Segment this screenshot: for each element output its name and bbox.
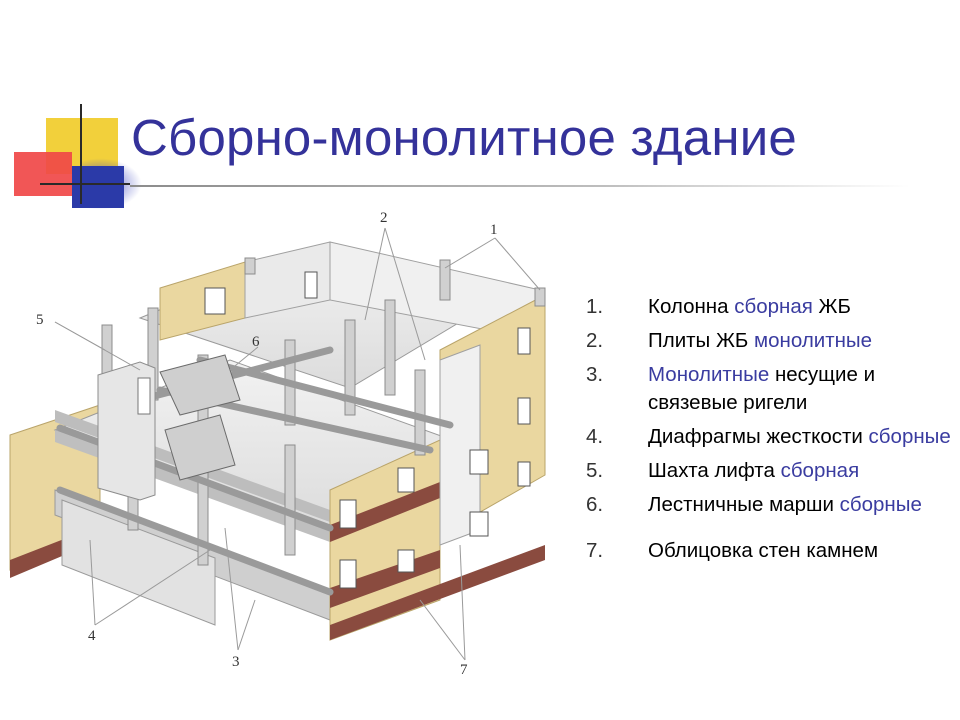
legend-item-highlight: сборная xyxy=(734,295,813,318)
callout-leader-lines xyxy=(54,227,541,661)
legend-item-number: 2. xyxy=(586,329,604,352)
legend-item-highlight: сборные xyxy=(839,493,922,516)
callout-7: 7 xyxy=(460,662,468,678)
legend-item-text: несущие и связевые ригели xyxy=(648,363,876,414)
legend-item-text: Диафрагмы жесткости xyxy=(648,425,869,448)
callout-4: 4 xyxy=(88,628,96,644)
legend-item-number: 7. xyxy=(586,539,604,562)
legend-item-number: 6. xyxy=(586,493,604,516)
legend-list: 1. Колонна сборная ЖБ 2. Плиты ЖБ монолитны… xyxy=(586,293,956,571)
callout-1: 1 xyxy=(490,222,498,238)
facade-base xyxy=(330,545,545,640)
callout-2: 2 xyxy=(380,210,388,226)
legend-item-highlight: сборная xyxy=(780,459,860,482)
legend-item-text: ЖБ xyxy=(812,295,851,318)
facade-band-1 xyxy=(330,482,440,542)
legend-item: 6. Лестничные марши сборные xyxy=(586,491,956,519)
legend-item-text: Плиты ЖБ xyxy=(648,329,755,352)
slide-logo-decoration xyxy=(0,0,180,220)
callout-3: 3 xyxy=(232,654,240,670)
front-diaphragm-wall xyxy=(61,499,216,626)
slide-title: Сборно-монолитное здание xyxy=(131,109,797,166)
legend-item-highlight: монолитные xyxy=(754,329,873,352)
legend-item: 5. Шахта лифта сборная xyxy=(586,457,956,485)
title-underline xyxy=(130,185,910,187)
window-group xyxy=(204,271,531,589)
legend-item: 2. Плиты ЖБ монолитные xyxy=(586,327,956,355)
legend-item-text: Облицовка стен камнем xyxy=(648,539,879,562)
vertical-line-decoration xyxy=(80,104,82,204)
legend-item: 7. Облицовка стен камнем xyxy=(586,537,956,565)
legend-item-number: 1. xyxy=(586,295,604,318)
legend-item-number: 5. xyxy=(586,459,604,482)
callout-6: 6 xyxy=(252,334,260,350)
stair-flights xyxy=(159,354,241,481)
legend-item-highlight: сборные xyxy=(868,425,951,448)
legend-item-number: 4. xyxy=(586,425,604,448)
legend-item-text: Шахта лифта xyxy=(648,459,781,482)
legend-item-number: 3. xyxy=(586,363,604,386)
legend-item: 3. Монолитные несущие и связевые ригели xyxy=(586,361,956,417)
elevator-door xyxy=(137,377,151,415)
red-square-decoration xyxy=(14,152,72,196)
horizontal-line-decoration xyxy=(40,183,130,185)
legend-item-highlight: Монолитные xyxy=(648,363,770,386)
building-diagram: 1 2 3 4 5 6 7 xyxy=(9,210,546,678)
legend-item-text: Лестничные марши xyxy=(648,493,840,516)
legend-item: 4. Диафрагмы жесткости сборные xyxy=(586,423,956,451)
legend-item: 1. Колонна сборная ЖБ xyxy=(586,293,956,321)
callout-5: 5 xyxy=(36,312,44,328)
legend-item-text: Колонна xyxy=(648,295,735,318)
